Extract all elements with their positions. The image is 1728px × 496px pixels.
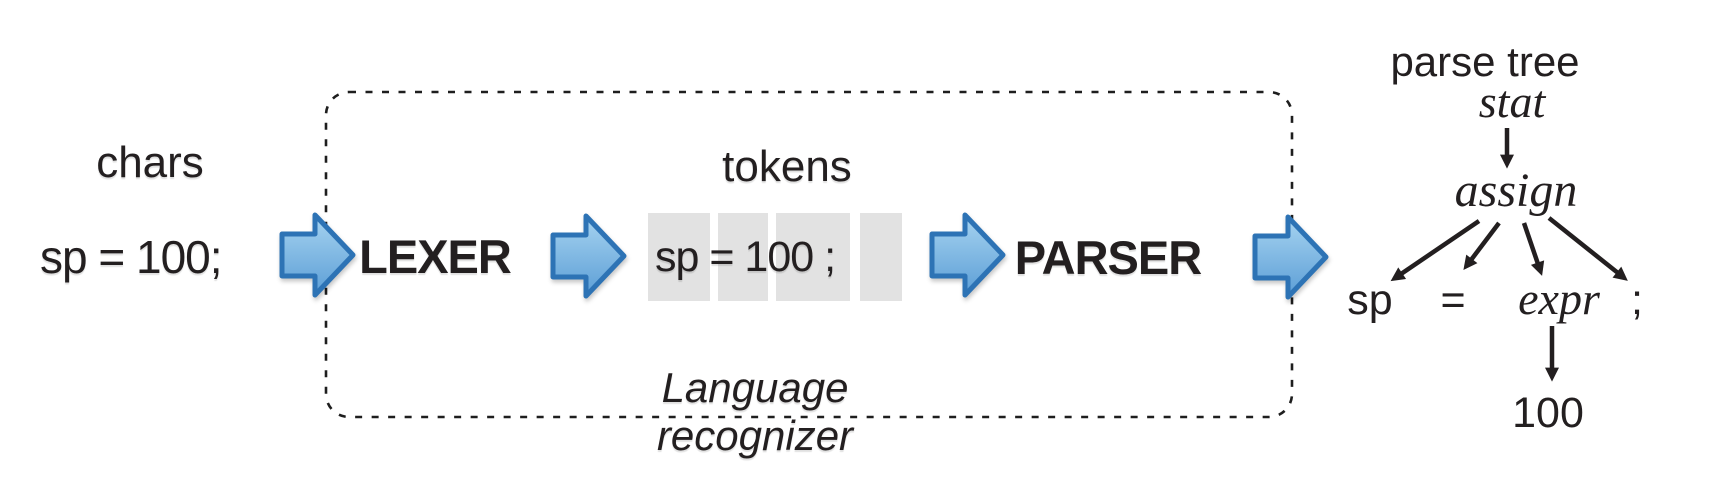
tree-node-assign: assign [1455,164,1578,217]
parse-tree: parse tree stat assign sp = expr ; 100 [1347,38,1643,437]
tree-node-stat: stat [1479,76,1547,127]
input-chars-label: chars [96,138,204,187]
parse-tree-title: parse tree [1390,38,1579,85]
tree-edge-assign-expr [1521,222,1545,276]
parser-stage-label: PARSER [1014,231,1202,284]
tree-edge-assign-semi [1547,216,1628,281]
token-box [648,213,710,301]
tree-leaf-equals: = [1440,276,1465,324]
tree-leaf-100: 100 [1512,389,1584,437]
tree-leaf-sp: sp [1347,276,1392,324]
flow-arrow-parser-to-tree [1252,214,1329,300]
flow-arrow-chars-to-lexer [279,212,356,298]
token-box [776,213,850,301]
lexer-stage-label: LEXER [359,230,512,283]
tokens-stream-text: sp = 100 ; [655,232,836,281]
tree-leaf-semicolon: ; [1631,276,1643,324]
tree-edge-assign-sp [1390,219,1481,282]
tree-edge-assign-eq [1463,221,1501,271]
flow-arrow-tokens-to-parser [929,212,1006,298]
input-source-code: sp = 100; [40,231,223,283]
token-box [860,213,902,301]
tokens-label: tokens [722,142,852,191]
token-box [718,213,768,301]
tree-node-expr: expr [1518,273,1601,324]
flow-arrow-lexer-to-tokens [550,213,627,299]
recognizer-caption: Language recognizer [656,364,854,459]
